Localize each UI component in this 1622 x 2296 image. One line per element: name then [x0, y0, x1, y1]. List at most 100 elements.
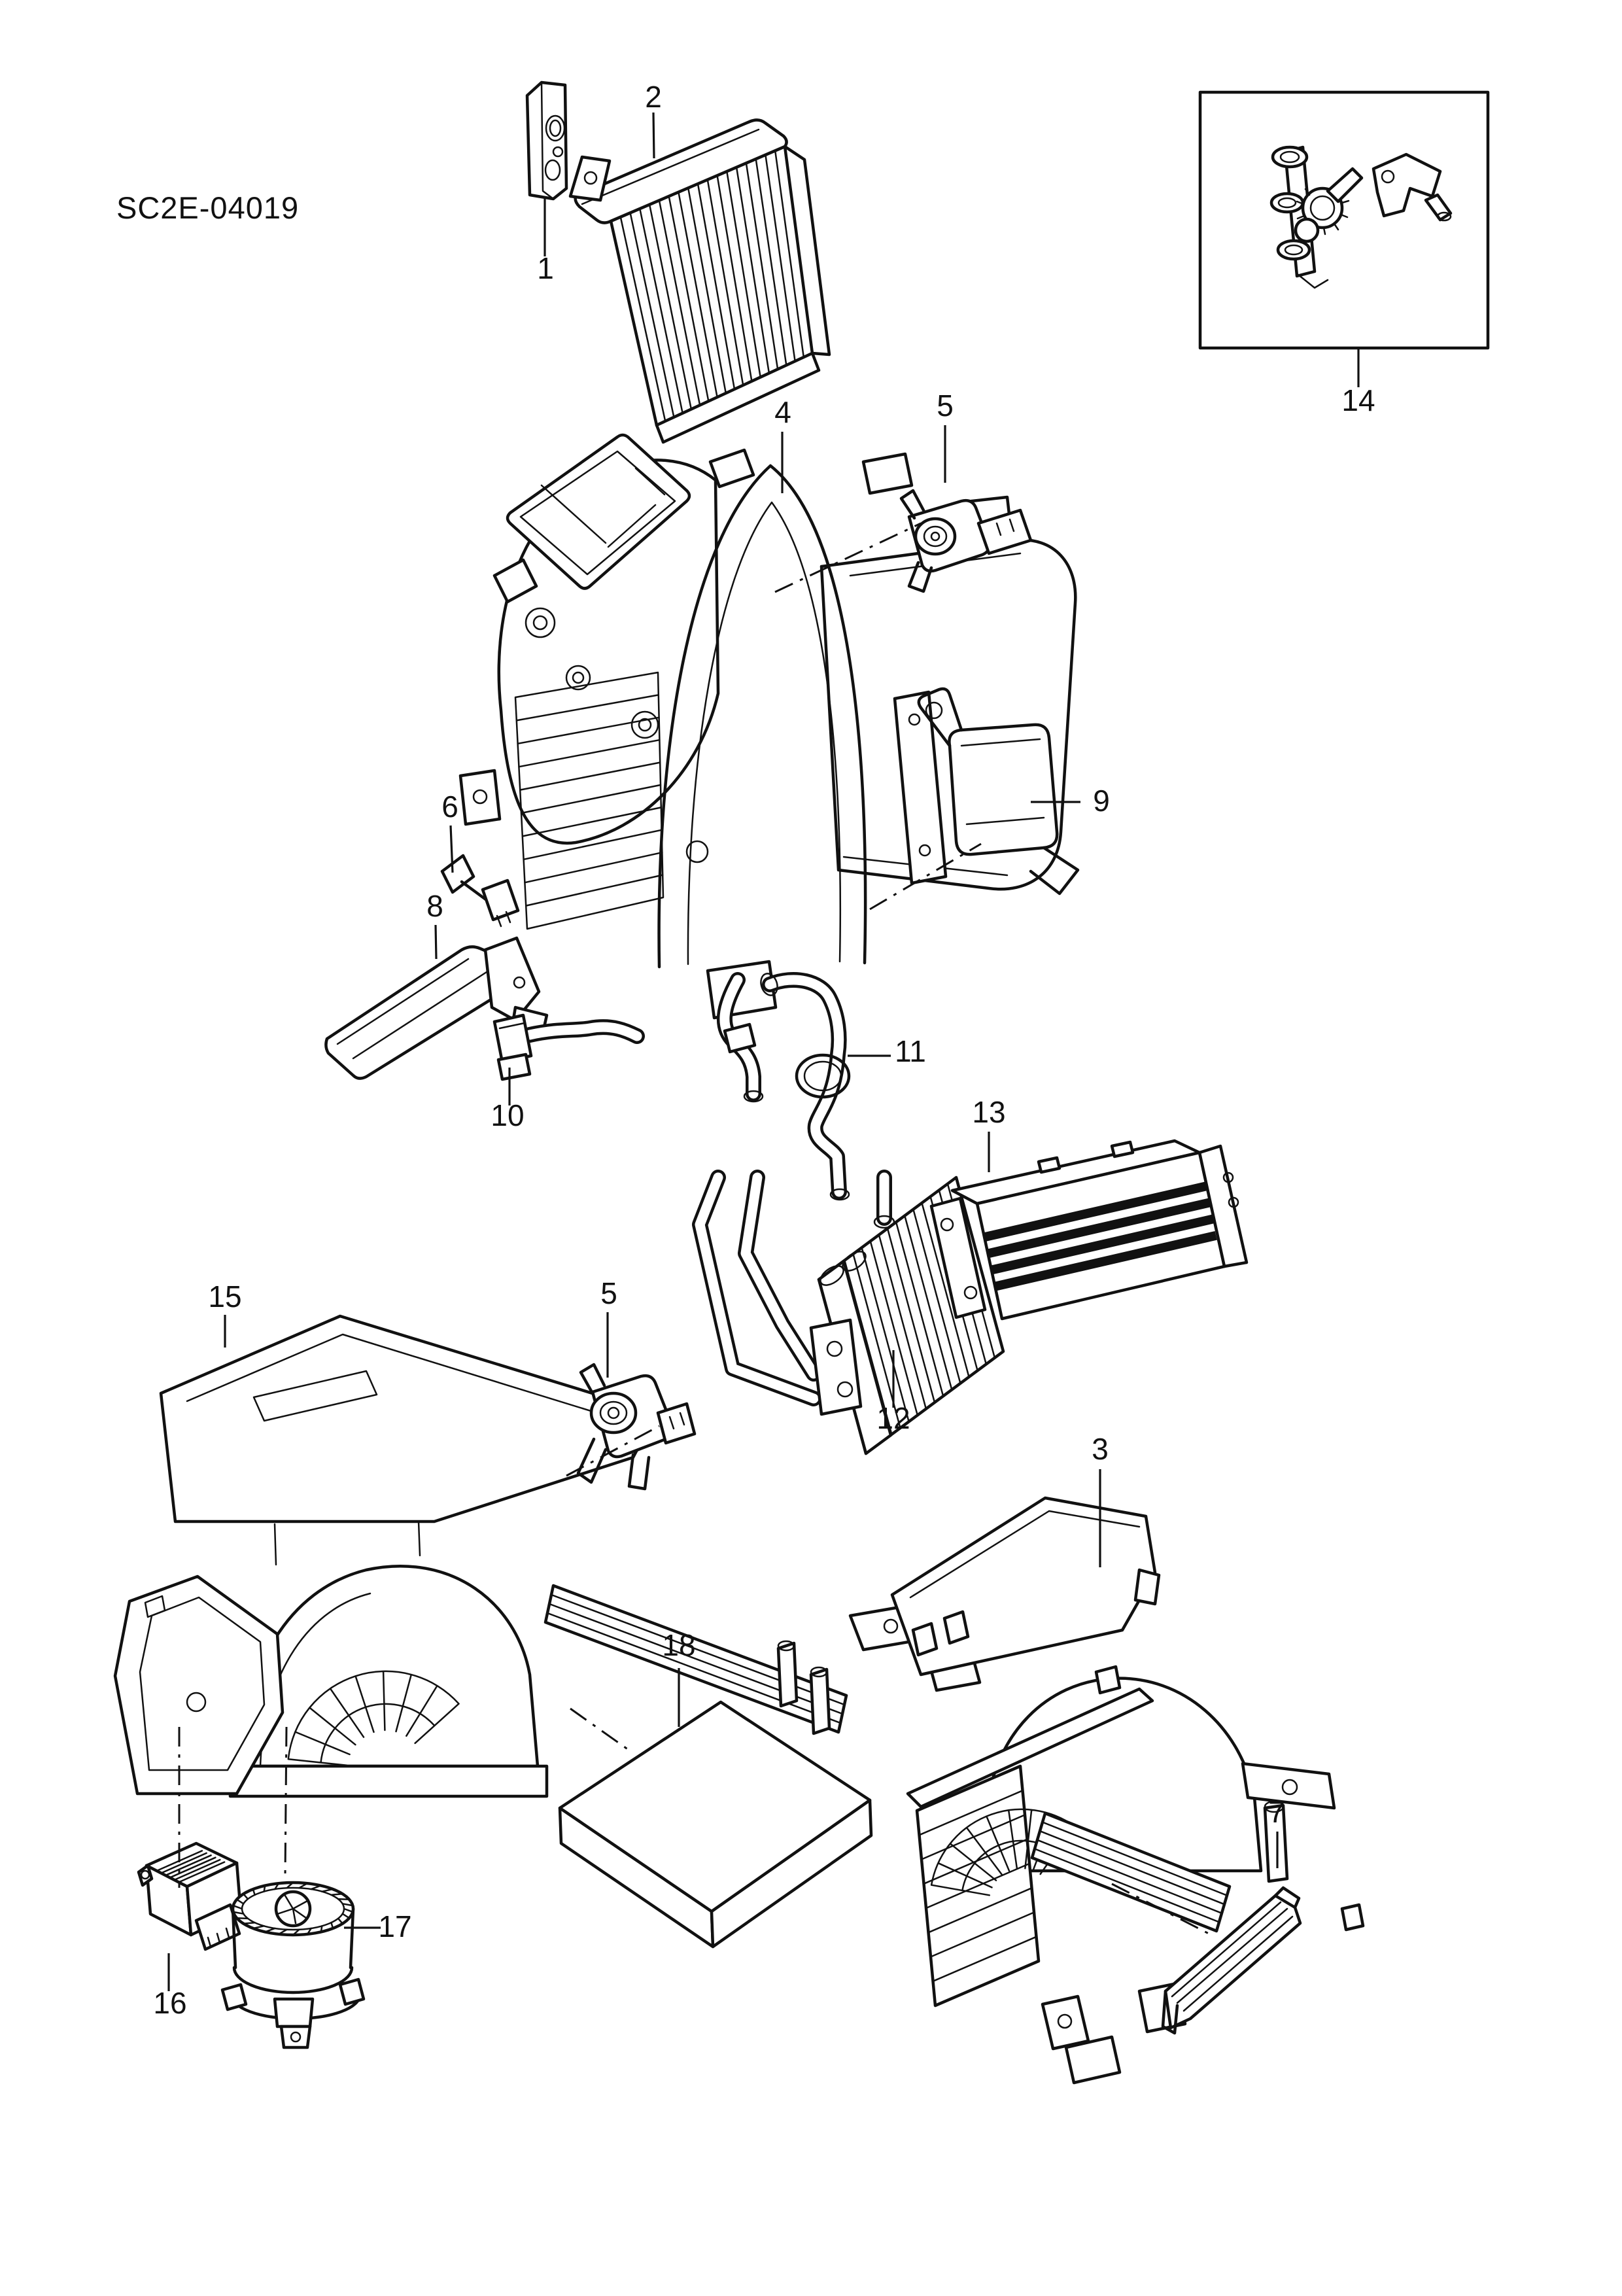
line-art: [572, 671, 585, 684]
line-art: [803, 1060, 842, 1092]
part-2-evaporator-core: [568, 118, 831, 444]
line-art: [795, 1053, 851, 1099]
line-art: [1037, 1156, 1061, 1174]
line-art: [1198, 1144, 1249, 1268]
line-art: [940, 1217, 954, 1232]
line-art: [1301, 186, 1344, 230]
line-art: [893, 690, 948, 885]
callout-number-11: 11: [895, 1034, 926, 1068]
line-art: [826, 1340, 843, 1357]
part-17-blower-motor: [220, 1881, 366, 2049]
assembly-centerline: [284, 1726, 288, 1877]
line-art: [918, 844, 931, 857]
line-art: [549, 119, 562, 137]
line-art: [228, 1764, 549, 1798]
line-art: [655, 351, 821, 444]
callout-number-8: 8: [426, 889, 443, 923]
callout-3: 3: [1092, 1432, 1109, 1567]
callout-number-10: 10: [491, 1098, 524, 1132]
line-art: [1340, 1903, 1365, 1932]
line-art: [899, 489, 925, 520]
line-art: [657, 464, 867, 969]
callout-number-6: 6: [441, 790, 458, 824]
part-18-cabin-filter: [558, 1700, 873, 1949]
callout-18: 18: [662, 1628, 696, 1727]
line-art: [589, 1391, 638, 1435]
line-art: [908, 713, 921, 726]
callout-4: 4: [774, 395, 791, 493]
line-art: [1171, 1901, 1294, 2012]
callout-number-5: 5: [600, 1276, 617, 1310]
part-9-actuator: [893, 687, 1080, 896]
callout-6: 6: [441, 790, 458, 873]
inset-box: [1198, 90, 1490, 350]
part-5a-actuator: [899, 489, 1033, 593]
callout-10: 10: [491, 1068, 525, 1132]
line-art: [723, 1022, 757, 1054]
line-art: [668, 1412, 685, 1430]
line-art: [1381, 169, 1395, 184]
line-art: [137, 1864, 154, 1887]
line-art: [743, 1090, 764, 1103]
line-art: [809, 1318, 863, 1416]
line-art: [837, 1381, 854, 1398]
line-art: [1222, 1172, 1234, 1183]
line-art: [460, 880, 489, 902]
callout-number-2: 2: [645, 80, 662, 114]
callout-13: 13: [972, 1095, 1006, 1172]
line-art: [290, 2031, 302, 2043]
line-art: [252, 1370, 378, 1422]
callout-9: 9: [1031, 784, 1110, 818]
line-art: [1277, 197, 1297, 209]
callout-8: 8: [426, 889, 443, 960]
line-art: [1064, 2035, 1122, 2085]
line-art: [983, 1181, 1217, 1291]
line-art: [496, 1052, 532, 1081]
line-art: [1276, 239, 1311, 261]
callout-number-3: 3: [1092, 1432, 1109, 1466]
line-art: [232, 1881, 354, 1936]
line-art: [1264, 1800, 1285, 1813]
line-art: [656, 1402, 697, 1445]
callout-number-17: 17: [378, 1909, 411, 1943]
line-art: [685, 840, 709, 863]
line-art: [525, 607, 556, 638]
line-art: [1029, 846, 1080, 896]
line-art: [440, 854, 475, 894]
line-art: [144, 1595, 166, 1618]
part-5b-actuator: [576, 1363, 697, 1491]
line-art: [1436, 211, 1452, 222]
line-art: [220, 1983, 248, 2011]
line-art: [483, 936, 541, 1022]
line-art: [842, 1251, 867, 1272]
line-art: [917, 687, 963, 748]
line-art: [1372, 152, 1442, 218]
diagram-code: SC2E-04019: [116, 190, 299, 225]
line-art: [1279, 150, 1300, 164]
line-art: [765, 975, 844, 1197]
line-art: [930, 531, 940, 542]
line-art: [525, 80, 568, 201]
heater-hoses: [716, 972, 851, 1201]
line-art: [809, 1667, 831, 1735]
line-art: [472, 789, 488, 805]
part-16-resistor: [137, 1841, 243, 1951]
line-art: [579, 1363, 606, 1395]
line-art: [540, 81, 555, 200]
part-8-duct: [324, 936, 549, 1080]
line-art: [1228, 1196, 1239, 1208]
line-art: [948, 723, 1059, 856]
line-art: [619, 150, 805, 423]
line-art: [1326, 167, 1364, 203]
part-10-sensor: [492, 1013, 645, 1081]
line-art: [907, 561, 933, 593]
callout-number-1: 1: [537, 251, 554, 285]
part-13-heater-core: [929, 1139, 1249, 1321]
line-art: [583, 171, 598, 185]
line-art: [777, 1640, 795, 1652]
callout-14: 14: [1341, 349, 1375, 417]
line-art: [1110, 1140, 1135, 1158]
part-4-seal-frame: [506, 433, 691, 590]
line-art: [1133, 1568, 1161, 1606]
